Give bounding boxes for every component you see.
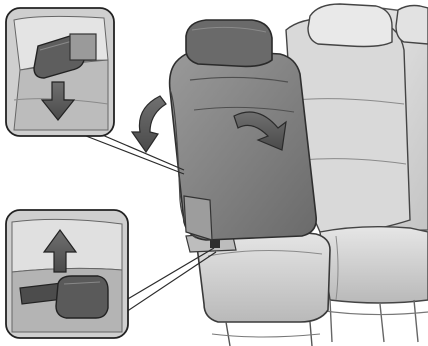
- seat-cushion: [186, 231, 330, 346]
- upper-detail-callout: [6, 8, 114, 136]
- headrest: [186, 20, 272, 66]
- release-handle-marker: [210, 240, 220, 248]
- seatback-folding: [170, 50, 317, 240]
- release-handle-icon: [56, 276, 108, 318]
- seatback-tilt-arrow: [132, 96, 166, 152]
- lower-detail-callout: [6, 210, 128, 338]
